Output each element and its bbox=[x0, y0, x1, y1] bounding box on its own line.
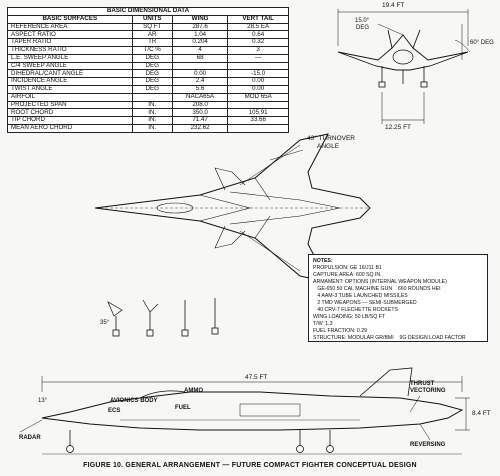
span-top-dimension: 19.4 FT bbox=[382, 2, 405, 9]
radar-label: RADAR bbox=[19, 435, 41, 441]
plan-view bbox=[94, 133, 371, 283]
ammo-label: AMMO bbox=[184, 388, 203, 394]
note-line: 4 AAM-3 TUBE LAUNCHED MISSILES bbox=[313, 293, 408, 300]
note-line: T/W: 1.3 bbox=[313, 321, 333, 328]
cant-angle-label: 15.0° bbox=[355, 18, 370, 24]
wing-cell: 232.62 bbox=[171, 123, 229, 133]
note-line: 40 CRV-7 FLECHETTE ROCKETS bbox=[313, 307, 398, 314]
reversing-label: REVERSING bbox=[410, 442, 446, 448]
front-view bbox=[337, 9, 471, 124]
turnover-angle-label: 43° TURNOVER bbox=[307, 135, 355, 142]
turnover-angle-label-2: ANGLE bbox=[317, 143, 340, 150]
side-view bbox=[19, 367, 470, 455]
upsweep-angle-label: 13° bbox=[38, 398, 48, 404]
gear-detail bbox=[107, 298, 219, 337]
note-line: GE-650 50 CAL MACHINE GUN 660 ROUNDS HEI bbox=[313, 286, 441, 293]
note-line: FUEL FRACTION: 0.29 bbox=[313, 328, 367, 335]
vectoring-label: VECTORING bbox=[410, 388, 446, 394]
avionics-body-label: AVIONICS BODY bbox=[110, 398, 158, 404]
dimensional-data-table: BASIC DIMENSIONAL DATA BASIC SURFACES UN… bbox=[7, 7, 289, 133]
thrust-label: THRUST bbox=[410, 381, 435, 387]
cant-angle-unit: DEG bbox=[356, 25, 370, 31]
gear-angle-label: 35° bbox=[100, 320, 110, 326]
length-dimension: 47.5 FT bbox=[245, 374, 268, 381]
width-bottom-dimension: 12.25 FT bbox=[385, 124, 412, 131]
dihedral-angle-label: 60° DEG bbox=[470, 40, 494, 46]
fuel-label: FUEL bbox=[175, 405, 191, 411]
note-line: 2 TMD WEAPONS — SEMI-SUBMERGED bbox=[313, 300, 417, 307]
note-line: WING LOADING: 50 LB/SQ FT bbox=[313, 314, 386, 321]
note-line: PROPULSION: GE 16/J11 B1 bbox=[313, 265, 382, 272]
notes-title: NOTES: bbox=[313, 258, 333, 264]
note-line: ARMAMENT: OPTIONS (INTERNAL WEAPON MODUL… bbox=[313, 279, 447, 286]
height-dimension: 8.4 FT bbox=[472, 410, 491, 417]
note-line: CAPTURE AREA: 600 SQ IN. bbox=[313, 272, 382, 279]
table-header-row: BASIC SURFACES UNITS WING VERT TAIL bbox=[7, 14, 289, 24]
note-line: STRUCTURE: MODULAR GR/BMI 9G DESIGN LOAD… bbox=[313, 335, 466, 342]
vert-tail-cell bbox=[227, 123, 289, 133]
figure-caption: FIGURE 10. GENERAL ARRANGEMENT — FUTURE … bbox=[83, 462, 417, 469]
ecs-label: ECS bbox=[108, 408, 121, 414]
